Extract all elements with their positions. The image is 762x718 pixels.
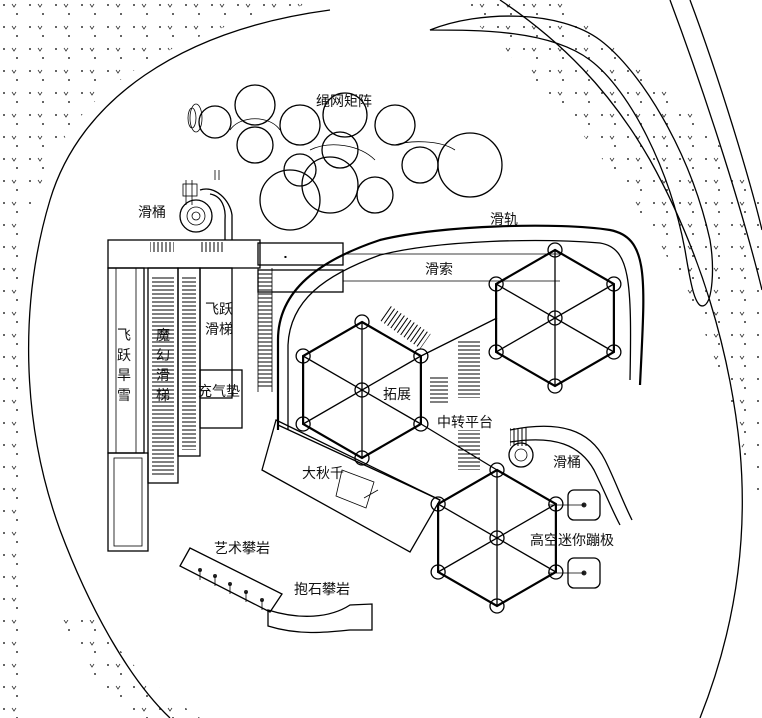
dry-snow-char-3: 旱 bbox=[117, 368, 131, 384]
slide-tube-label-2: 滑桶 bbox=[553, 454, 581, 471]
main-platform: ▪ bbox=[107, 239, 560, 293]
hex-node bbox=[489, 530, 505, 546]
dry-snow-char-1: 飞 bbox=[117, 328, 131, 344]
slide-tube-right bbox=[508, 425, 633, 526]
magic-slide bbox=[147, 267, 233, 484]
mini-bungee bbox=[548, 489, 601, 589]
mini-bungee-label: 高空迷你蹦极 bbox=[530, 532, 614, 549]
hex-node bbox=[547, 378, 563, 394]
art-climbing-label: 艺术攀岩 bbox=[214, 541, 270, 557]
fly-slide-label-1: 飞跃 bbox=[205, 302, 233, 318]
big-swing-label: 大秋千 bbox=[302, 466, 344, 482]
svg-text:▪: ▪ bbox=[284, 254, 287, 259]
slide-tube-top bbox=[179, 170, 233, 240]
magic-slide-char-4: 梯 bbox=[156, 388, 170, 404]
expansion-label: 拓展 bbox=[383, 387, 411, 403]
zipline-label: 滑索 bbox=[425, 261, 453, 278]
magic-slide-char-3: 滑 bbox=[156, 367, 170, 384]
connector-bar bbox=[420, 317, 498, 357]
site-boundary bbox=[27, 0, 762, 718]
transfer-platform-label: 中转平台 bbox=[437, 415, 493, 431]
airbag bbox=[199, 369, 243, 429]
fly-slide bbox=[257, 268, 273, 392]
hex-node bbox=[488, 276, 504, 292]
slide-rail bbox=[276, 224, 645, 430]
hex-node bbox=[606, 276, 622, 292]
hex-node bbox=[295, 348, 311, 364]
hex-node bbox=[489, 598, 505, 614]
boulder-climbing-wall bbox=[267, 603, 373, 634]
rope-net-label: 绳网矩阵 bbox=[316, 94, 372, 110]
magic-slide-char-1: 魔 bbox=[156, 328, 170, 344]
stairs bbox=[379, 305, 528, 470]
dry-snow-char-2: 跃 bbox=[117, 348, 131, 364]
hex-brace bbox=[302, 355, 422, 425]
magic-slide-char-2: 幻 bbox=[156, 348, 170, 364]
fly-dry-snow-slope bbox=[107, 267, 149, 552]
airbag-label: 充气垫 bbox=[198, 384, 240, 400]
hex-node bbox=[547, 310, 563, 326]
slide-rail-label: 滑轨 bbox=[490, 211, 518, 228]
hex-node bbox=[354, 314, 370, 330]
hex-brace bbox=[495, 283, 615, 353]
hex-node bbox=[413, 416, 429, 432]
slide-tube-label-1: 滑桶 bbox=[138, 204, 166, 221]
hex-node bbox=[430, 564, 446, 580]
hex-node bbox=[606, 344, 622, 360]
hex-node bbox=[354, 382, 370, 398]
hex-node bbox=[547, 242, 563, 258]
hex-node bbox=[489, 462, 505, 478]
dry-snow-char-4: 雪 bbox=[117, 388, 131, 404]
hex-node bbox=[430, 496, 446, 512]
hex-node bbox=[488, 344, 504, 360]
hex-node bbox=[548, 564, 564, 580]
hex-brace bbox=[437, 503, 557, 573]
hex-node bbox=[413, 348, 429, 364]
rope-net-matrix bbox=[187, 84, 503, 231]
fly-slide-label-2: 滑梯 bbox=[205, 321, 233, 338]
big-swing bbox=[261, 419, 441, 553]
boulder-climbing-label: 抱石攀岩 bbox=[294, 582, 350, 598]
hex-node bbox=[548, 496, 564, 512]
art-climbing-wall bbox=[179, 547, 283, 613]
expansion-structure bbox=[277, 242, 622, 614]
hex-node bbox=[295, 416, 311, 432]
